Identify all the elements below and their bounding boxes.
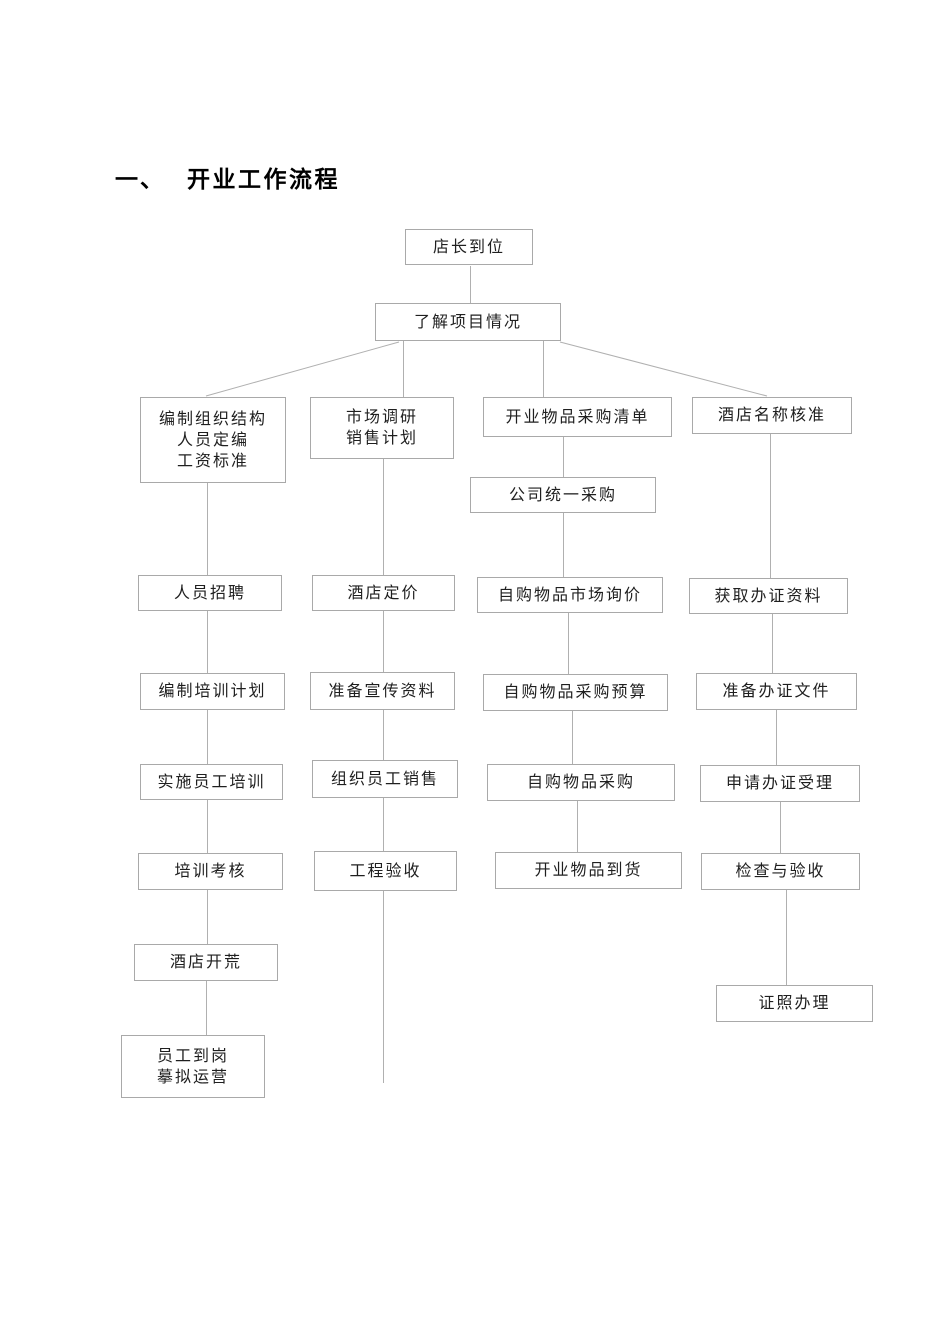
node-staff-onboard-trial-op: 员工到岗 摹拟运营 [121, 1035, 265, 1098]
section-number: 一、 [115, 167, 165, 192]
node-self-purchase: 自购物品采购 [487, 764, 675, 801]
node-staff-recruitment: 人员招聘 [138, 575, 282, 611]
section-title: 一、开业工作流程 [115, 160, 340, 194]
node-organize-staff-sales: 组织员工销售 [312, 760, 458, 798]
node-promo-materials: 准备宣传资料 [310, 672, 455, 710]
connector-line [572, 711, 573, 764]
connector-line [780, 802, 781, 853]
node-license-processing: 证照办理 [716, 985, 873, 1022]
node-training-assessment: 培训考核 [138, 853, 283, 890]
node-hotel-cleanup: 酒店开荒 [134, 944, 278, 981]
node-purchase-budget: 自购物品采购预算 [483, 674, 668, 711]
node-hotel-name-approval: 酒店名称核准 [692, 397, 852, 434]
connector-line [383, 459, 384, 575]
connector-line [207, 890, 208, 944]
connector-line [207, 483, 208, 575]
section-title-text: 开业工作流程 [187, 167, 340, 192]
connector-line [470, 266, 471, 303]
connector-line [403, 341, 404, 397]
node-prepare-license-docs: 准备办证文件 [696, 673, 857, 710]
node-hotel-pricing: 酒店定价 [312, 575, 455, 611]
node-goods-arrival: 开业物品到货 [495, 852, 682, 889]
connector-line [563, 437, 564, 477]
connector-line [563, 513, 564, 577]
connector-line [776, 710, 777, 765]
connector-line [383, 710, 384, 760]
connector-line [207, 710, 208, 764]
connector-line [383, 798, 384, 851]
node-license-application: 申请办证受理 [700, 765, 860, 802]
node-market-inquiry: 自购物品市场询价 [477, 577, 663, 613]
connector-line [772, 614, 773, 673]
connector-line [207, 611, 208, 673]
connector-line [568, 613, 569, 674]
connector-line [207, 800, 208, 853]
connector-line [577, 801, 578, 852]
node-company-unified-purchase: 公司统一采购 [470, 477, 656, 513]
node-market-research-sales-plan: 市场调研 销售计划 [310, 397, 454, 459]
connector-line [383, 891, 384, 1083]
node-training-plan: 编制培训计划 [140, 673, 285, 710]
connector-line [543, 341, 544, 397]
connector-line [383, 611, 384, 672]
connector-line [786, 890, 787, 985]
node-procurement-list: 开业物品采购清单 [483, 397, 672, 437]
node-understand-project: 了解项目情况 [375, 303, 561, 341]
node-implement-staff-training: 实施员工培训 [140, 764, 283, 800]
node-org-structure-staffing: 编制组织结构 人员定编 工资标准 [140, 397, 286, 483]
connector-line [206, 981, 207, 1035]
connector-line [770, 434, 771, 578]
node-inspection-acceptance: 检查与验收 [701, 853, 860, 890]
node-store-manager-arrives: 店长到位 [405, 229, 533, 265]
node-project-acceptance: 工程验收 [314, 851, 457, 891]
node-obtain-license-materials: 获取办证资料 [689, 578, 848, 614]
